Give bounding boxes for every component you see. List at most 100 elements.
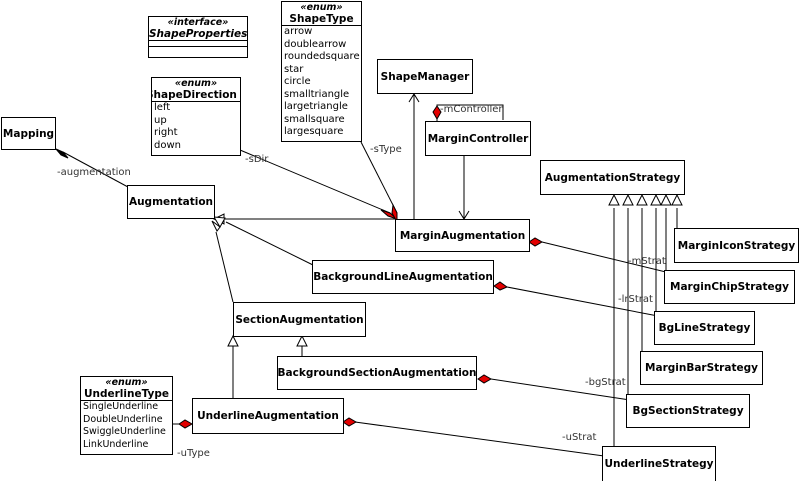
enum-literal: up [154,114,167,126]
class-shapeproperties[interactable]: «interface» ShapeProperties [148,16,248,58]
edge-sectionaugmentation-augmentation [215,231,234,303]
enum-literal: largetriangle [284,101,348,112]
class-name: BgSectionStrategy [632,405,744,417]
edge-marginaugmentation-strategy [541,241,671,274]
class-marginiconstrategy[interactable]: MarginIconStrategy [674,228,799,263]
edge-shapedirection-marginaugmentation [239,149,391,214]
class-name: AugmentationStrategy [544,171,681,184]
edge-backgroundlineaugmentation-augmentation [225,221,314,266]
enum-literal: right [154,127,178,138]
edge-shapetype-marginaugmentation [360,141,398,214]
enum-literal: down [154,139,181,151]
class-margincontroller[interactable]: MarginController [425,121,531,156]
class-shapemanager[interactable]: ShapeManager [377,59,473,94]
class-backgroundsectionaugmentation[interactable]: BackgroundSectionAugmentation [277,356,477,390]
role-label-mstrat: -mStrat [628,256,666,267]
class-shapetype[interactable]: «enum» ShapeType arrow doublearrow round… [281,1,362,142]
class-underlineaugmentation[interactable]: UnderlineAugmentation [192,398,344,434]
enum-literal: DoubleUnderline [83,413,163,425]
edge-mapping-augmentation [62,151,129,188]
generalization-arrow-marginiconstrategy [671,193,683,206]
generalization-arrow-underlinestrategy [608,193,620,206]
stereotype-label: «enum» [105,377,148,388]
enum-literal: LinkUnderline [83,438,149,450]
edge-underlineaugmentation-strategy [354,421,605,457]
role-label-stype: -sType [370,144,402,155]
class-name: ShapeDirection [151,89,237,101]
aggregation-diamond-mstrat [528,237,544,247]
class-mapping[interactable]: Mapping [1,117,56,150]
class-name: UnderlineAugmentation [197,410,339,422]
enum-literal: largesquare [284,126,344,137]
class-name: BackgroundSectionAugmentation [277,367,477,379]
class-name: SectionAugmentation [235,313,364,326]
enum-literal: left [154,102,171,113]
class-name: BgLineStrategy [658,322,751,334]
role-label-utype: -uType [177,448,210,459]
aggregation-diamond-bgstrat [477,374,493,384]
operations-compartment [149,46,247,47]
literals-compartment: arrow doublearrow roundedsquare star cir… [282,25,361,139]
aggregation-diamond-mcontroller [432,105,442,121]
class-name: MarginAugmentation [399,229,526,242]
enum-literal: SingleUnderline [83,401,159,412]
class-name: MarginIconStrategy [677,239,796,252]
arrowhead-shapemanager [408,93,420,103]
class-name: UnderlineType [83,388,169,400]
class-name: ShapeType [289,13,354,25]
enum-literal: SwiggleUnderline [83,426,166,437]
class-augmentationstrategy[interactable]: AugmentationStrategy [540,160,685,195]
class-name: MarginBarStrategy [645,362,758,374]
class-name: MarginChipStrategy [670,281,789,293]
generalization-arrow-marginchipstrategy [660,193,672,206]
stereotype-label: «enum» [174,78,218,89]
class-backgroundlineaugmentation[interactable]: BackgroundLineAugmentation [312,260,494,294]
attributes-compartment [149,40,247,46]
generalization-arrow-bgsectionstrategy [622,193,634,206]
literals-compartment: SingleUnderline DoubleUnderline SwiggleU… [81,400,172,451]
class-name: Augmentation [128,196,214,208]
generalization-arrow-marginbarstrategy [636,193,648,206]
stereotype-label: «enum» [300,2,343,13]
enum-literal: roundedsquare [284,51,360,62]
enum-literal: doublearrow [284,38,347,50]
composition-diamond-mapping [55,148,69,159]
edge-backgroundlineaugmentation-strategy [506,286,659,317]
aggregation-diamond-lrstrat [493,281,509,291]
class-bgsectionstrategy[interactable]: BgSectionStrategy [626,394,750,428]
aggregation-diamond-utype [178,419,194,429]
generalization-arrow-bgline [213,216,226,228]
class-sectionaugmentation[interactable]: SectionAugmentation [233,302,366,337]
role-label-lrstrat: -lrStrat [618,294,653,305]
enum-literal: star [284,63,304,75]
generalization-arrow-bglinestrategy [650,193,662,206]
generalization-arrow-bgsection [296,334,308,347]
generalization-arrow-section [211,220,221,232]
role-label-bgstrat: -bgStrat [585,377,626,388]
class-name: ShapeProperties [149,28,248,40]
enum-literal: smalltriangle [284,88,350,100]
literals-compartment: left up right down [152,101,240,152]
class-underlinestrategy[interactable]: UnderlineStrategy [602,446,716,481]
stereotype-label: «interface» [167,17,229,28]
generalization-arrow-underline [227,334,239,347]
class-marginchipstrategy[interactable]: MarginChipStrategy [664,270,795,304]
class-underlinetype[interactable]: «enum» UnderlineType SingleUnderline Dou… [80,376,173,455]
role-label-augmentation: -augmentation [57,167,131,178]
aggregation-diamond-ustrat [342,417,358,427]
role-label-ustrat: -uStrat [562,432,597,443]
class-augmentation[interactable]: Augmentation [127,185,215,219]
class-name: ShapeManager [380,70,470,83]
class-name: UnderlineStrategy [604,458,714,470]
class-marginaugmentation[interactable]: MarginAugmentation [395,219,530,252]
enum-literal: circle [284,76,311,87]
class-name: BackgroundLineAugmentation [313,271,493,283]
class-marginbarstrategy[interactable]: MarginBarStrategy [640,351,763,385]
class-bglinestrategy[interactable]: BgLineStrategy [654,311,755,345]
class-shapedirection[interactable]: «enum» ShapeDirection left up right down [151,77,241,156]
class-name: Mapping [2,127,55,140]
role-label-mcontroller: -mController [440,104,503,115]
class-name: MarginController [427,132,529,145]
